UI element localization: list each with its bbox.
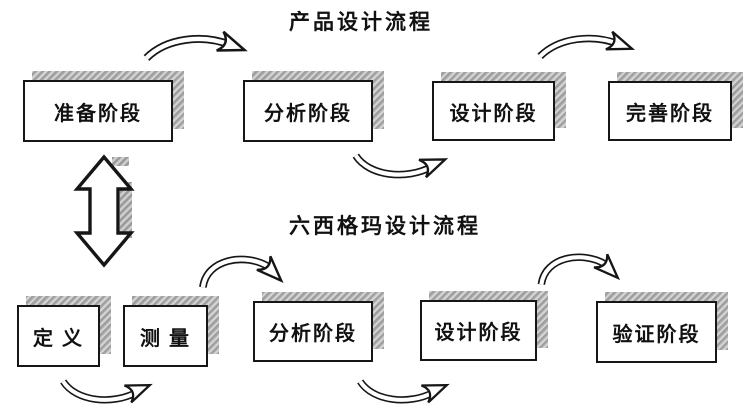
stage-box-preparation: 准备阶段 <box>23 71 184 142</box>
stage-box-analysis-top: 分析阶段 <box>243 71 384 142</box>
stage-box-measure: 测 量 <box>123 296 219 367</box>
stage-box-analysis-bottom: 分析阶段 <box>253 292 384 362</box>
stage-box-design-bottom: 设计阶段 <box>420 291 548 361</box>
curved-arrow-icon <box>537 31 636 60</box>
stage-box-verification: 验证阶段 <box>596 292 728 363</box>
stage-label: 完善阶段 <box>626 102 714 125</box>
stage-box-improvement: 完善阶段 <box>608 72 743 141</box>
stage-label: 定 义 <box>33 327 84 350</box>
stage-label: 分析阶段 <box>269 323 357 345</box>
stage-label: 分析阶段 <box>264 102 352 125</box>
curved-arrow-icon <box>143 31 248 61</box>
stage-box-define: 定 义 <box>17 296 111 367</box>
curved-arrow-icon <box>357 379 450 404</box>
stage-label: 准备阶段 <box>54 102 142 125</box>
stage-label: 设计阶段 <box>434 322 523 344</box>
curved-arrow-icon <box>537 253 621 286</box>
top-flow-title: 产品设计流程 <box>289 10 433 34</box>
stage-label: 设计阶段 <box>449 102 538 125</box>
curved-arrow-icon <box>199 255 284 289</box>
curved-arrow-icon <box>352 153 449 179</box>
curved-arrow-icon <box>60 379 153 404</box>
double-arrow-icon <box>73 154 135 268</box>
stage-box-design-top: 设计阶段 <box>432 72 566 141</box>
stage-label: 验证阶段 <box>612 323 701 346</box>
stage-label: 测 量 <box>140 327 191 350</box>
bottom-flow-title: 六西格玛设计流程 <box>289 214 481 238</box>
